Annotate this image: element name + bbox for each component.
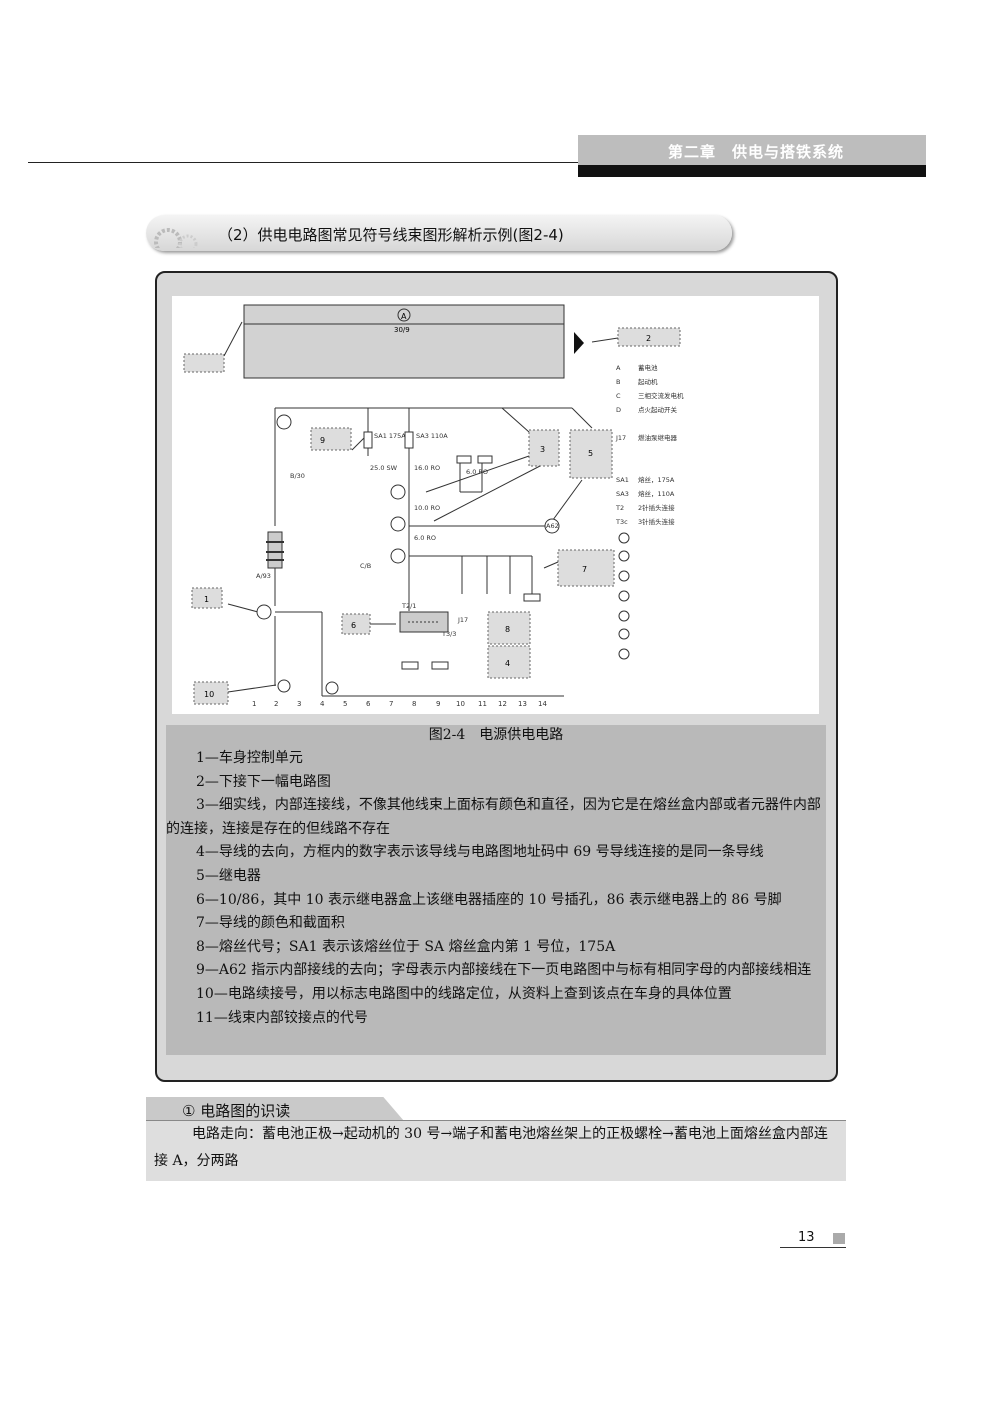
callout-9: 9 — [320, 436, 325, 445]
explanation-item: 1—车身控制单元 — [196, 750, 303, 766]
header-rule — [28, 162, 578, 163]
step-body-text: 电路走向：蓄电池正极→起动机的 30 号→端子和蓄电池熔丝架上的正极螺栓→蓄电池… — [154, 1126, 828, 1169]
callout-1: 1 — [204, 595, 209, 604]
callout-5: 5 — [588, 449, 593, 458]
label-t33: T3/3 — [441, 630, 456, 638]
callout-6: 6 — [351, 621, 356, 630]
axis-num: 6 — [366, 700, 371, 708]
top-box-sub: 30/9 — [394, 326, 410, 334]
legend-text-6: 熔丝，110A — [638, 489, 675, 498]
legend-key-7: T2 — [615, 504, 624, 512]
axis-num: 11 — [478, 700, 487, 708]
axis-num: 5 — [343, 700, 347, 708]
axis-num: 3 — [297, 700, 301, 708]
legend-text-1: 起动机 — [638, 377, 658, 386]
legend-text-0: 蓄电池 — [638, 363, 658, 372]
legend-text-2: 三相交流发电机 — [638, 391, 684, 400]
page-number-marker — [833, 1233, 845, 1244]
axis-num: 8 — [412, 700, 416, 708]
header-bar — [578, 165, 926, 177]
legend-text-8: 3针插头连接 — [638, 517, 675, 526]
step-rule — [146, 1120, 846, 1121]
label-sa1: SA1 175A — [374, 432, 406, 440]
figure-caption-area: 图2-4 电源供电电路 1—车身控制单元 2—下接下一幅电路图 3—细实线，内部… — [166, 725, 826, 1055]
label-a62: A62 — [546, 522, 559, 530]
axis-num: 13 — [518, 700, 527, 708]
callout-2: 2 — [646, 334, 651, 343]
page-number-rule — [780, 1247, 846, 1248]
step-title: ① 电路图的识读 — [182, 1102, 291, 1120]
callout-3: 3 — [540, 445, 545, 454]
figure-caption: 图2-4 电源供电电路 — [428, 727, 564, 743]
explanation-item: 10—电路续接号，用以标志电路图中的线路定位，从资料上查到该点在车身的具体位置 — [196, 985, 732, 1002]
legend-text-5: 熔丝，175A — [638, 475, 675, 484]
legend-key-6: SA3 — [616, 490, 629, 498]
section-title-banner: （2）供电电路图常见符号线束图形解析示例(图2-4) — [146, 215, 732, 251]
legend-key-4: J17 — [615, 434, 626, 442]
legend-text-7: 2针插头连接 — [638, 503, 675, 512]
circuit-svg: A 30/9 2 9 3 5 7 1 6 8 4 10 — [183, 304, 684, 708]
label-sa3: SA3 110A — [416, 432, 448, 440]
label-cb: C/B — [360, 562, 371, 570]
gear-icon — [154, 228, 198, 248]
explanation-item: 2—下接下一幅电路图 — [196, 773, 331, 790]
legend-key-2: C — [616, 392, 621, 400]
explanation-item: 11—线束内部铰接点的代号 — [196, 1009, 368, 1026]
explanation-item: 7—导线的颜色和截面积 — [196, 915, 345, 932]
section-title: （2）供电电路图常见符号线束图形解析示例(图2-4) — [218, 226, 564, 244]
explanation-item: 4—导线的去向，方框内的数字表示该导线与电路图地址码中 69 号导线连接的是同一… — [196, 844, 764, 861]
axis-num: 1 — [252, 700, 256, 708]
callout-8: 8 — [505, 625, 510, 634]
step-title-tab: ① 电路图的识读 — [146, 1097, 404, 1121]
label-10ro: 10.0 RO — [414, 504, 440, 512]
label-j17: J17 — [457, 616, 468, 624]
page-number: 13 — [798, 1230, 815, 1245]
label-25sw: 25.0 SW — [370, 464, 398, 472]
callout-4: 4 — [505, 659, 510, 668]
explanation-item: 6—10/86，其中 10 表示继电器盒上该继电器插座的 10 号插孔，86 表… — [196, 891, 782, 908]
legend: A 蓄电池 B 起动机 C 三相交流发电机 D 点火起动开关 J17 燃油泵继电… — [615, 363, 684, 660]
callout-10: 10 — [204, 690, 214, 699]
chapter-title: 第二章 供电与搭铁系统 — [667, 143, 844, 161]
legend-key-5: SA1 — [616, 476, 629, 484]
axis-num: 10 — [456, 700, 465, 708]
explanation-item: 3—细实线，内部连接线，不像其他线束上面标有颜色和直径，因为它是在熔丝盒内部或者… — [166, 797, 821, 837]
axis-num: 2 — [274, 700, 278, 708]
address-axis: 1 2 3 4 5 6 7 8 9 10 11 12 13 14 — [252, 700, 547, 708]
callout-explanations: 1—车身控制单元 2—下接下一幅电路图 3—细实线，内部连接线，不像其他线束上面… — [166, 747, 826, 1030]
legend-text-4: 燃油泵继电器 — [638, 433, 678, 442]
explanation-item: 5—继电器 — [196, 867, 261, 884]
circuit-diagram: A 30/9 2 9 3 5 7 1 6 8 4 10 — [172, 296, 819, 714]
explanation-item: 9—A62 指示内部接线的去向；字母表示内部接线在下一页电路图中与标有相同字母的… — [196, 962, 812, 979]
label-6ro-a: 6.0 RO — [466, 468, 488, 476]
legend-key-3: D — [616, 406, 621, 414]
legend-key-1: B — [616, 378, 620, 386]
label-b30: B/30 — [290, 472, 305, 480]
callout-7: 7 — [582, 565, 587, 574]
label-a93: A/93 — [256, 572, 271, 580]
axis-num: 4 — [320, 700, 325, 708]
label-16ro: 16.0 RO — [414, 464, 440, 472]
axis-num: 14 — [538, 700, 547, 708]
label-6ro-b: 6.0 RO — [414, 534, 436, 542]
step-body-box: 电路走向：蓄电池正极→起动机的 30 号→端子和蓄电池熔丝架上的正极螺栓→蓄电池… — [146, 1121, 846, 1181]
label-t21: T2/1 — [401, 602, 416, 610]
axis-num: 12 — [498, 700, 507, 708]
legend-text-3: 点火起动开关 — [638, 405, 678, 414]
legend-key-8: T3c — [615, 518, 628, 526]
top-box-label: A — [401, 312, 407, 321]
explanation-item: 8—熔丝代号；SA1 表示该熔丝位于 SA 熔丝盒内第 1 号位，175A — [196, 938, 616, 955]
chapter-header: 第二章 供电与搭铁系统 — [578, 135, 926, 165]
legend-key-0: A — [616, 364, 621, 372]
axis-num: 9 — [436, 700, 440, 708]
axis-num: 7 — [389, 700, 393, 708]
